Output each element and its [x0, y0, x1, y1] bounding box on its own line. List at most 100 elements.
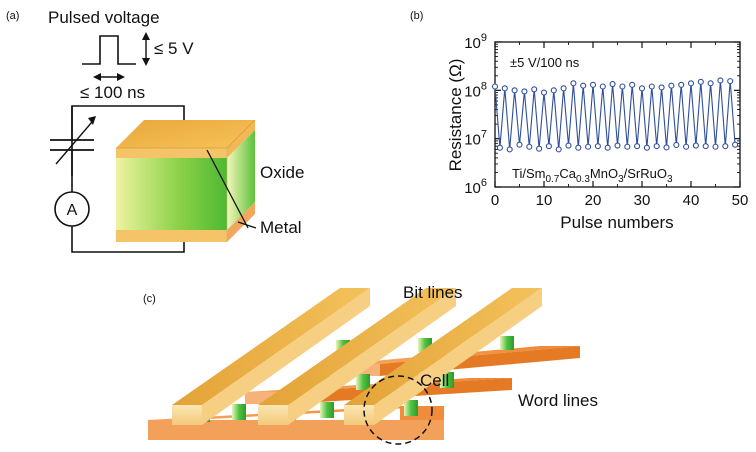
x-tick-label: 0: [491, 192, 499, 209]
panel-c-label: (c): [143, 293, 156, 305]
series-line: [494, 80, 736, 150]
device-block: [116, 119, 256, 242]
memory-cell: [356, 374, 370, 390]
data-point: [545, 143, 552, 150]
memory-cell: [500, 336, 514, 350]
data-point: [560, 85, 567, 92]
panel-a: (a) Pulsed voltage ≤ 5 V ≤ 100 ns: [6, 8, 304, 253]
data-point: [668, 82, 675, 89]
data-point: [619, 83, 626, 90]
data-point: [589, 81, 597, 88]
data-point: [521, 88, 528, 95]
data-point: [531, 86, 538, 93]
x-tick-label: 10: [536, 192, 553, 209]
data-point: [648, 83, 655, 90]
metal-label: Metal: [260, 218, 302, 237]
y-tick-label: 107: [464, 129, 487, 149]
data-series: [491, 77, 739, 153]
data-point: [501, 85, 508, 92]
data-point: [683, 143, 690, 150]
cell-label: Cell: [420, 371, 449, 390]
variable-source-icon: [50, 106, 96, 176]
y-axis-label: Resistance (Ω): [446, 59, 465, 172]
x-tick-label: 20: [585, 192, 602, 209]
data-point: [594, 143, 601, 150]
ammeter-icon: A: [54, 191, 90, 227]
data-point: [609, 80, 616, 88]
data-point: [692, 142, 699, 149]
panel-b-label: (b): [410, 10, 423, 22]
cell-highlight-circle: [363, 375, 433, 445]
data-point: [678, 81, 685, 88]
data-point: [580, 82, 587, 89]
data-point: [555, 146, 562, 153]
metal-leader-lines: [206, 149, 257, 229]
pulse-condition-annotation: ±5 V/100 ns: [510, 55, 580, 70]
memory-cell: [440, 372, 454, 388]
data-point: [643, 144, 650, 151]
data-point: [722, 143, 729, 150]
data-point: [717, 77, 724, 84]
data-point: [506, 146, 513, 153]
x-tick-label: 50: [732, 192, 749, 209]
pulse-duration: ≤ 100 ns: [80, 83, 145, 102]
bit-lines-label: Bit lines: [403, 283, 463, 302]
x-axis-label: Pulse numbers: [560, 213, 673, 232]
data-point: [707, 80, 714, 87]
ammeter-label: A: [67, 202, 78, 219]
bit-line: [172, 288, 370, 405]
data-point: [570, 80, 577, 87]
pulse-amplitude: ≤ 5 V: [154, 39, 194, 58]
y-tick-label: 108: [464, 80, 487, 100]
data-point: [599, 83, 606, 90]
data-point: [604, 144, 611, 151]
data-point: [658, 84, 665, 91]
pulse-title: Pulsed voltage: [48, 8, 160, 27]
panel-b: (b) 106 107 108 109 0 10 20 30 40 50 ±5 V/100 ns…: [410, 10, 748, 232]
data-point: [540, 89, 548, 96]
data-point: [585, 143, 592, 150]
circuit-wires: [71, 105, 185, 253]
pulse-waveform-icon: [82, 35, 136, 65]
data-point: [732, 141, 739, 148]
data-point: [526, 143, 533, 150]
data-point: [653, 143, 660, 150]
data-point: [629, 81, 636, 88]
data-point: [663, 144, 670, 151]
data-point: [511, 87, 518, 94]
y-ticks: 106 107 108 109: [464, 32, 740, 197]
panel-a-label: (a): [6, 10, 19, 22]
data-point: [697, 78, 704, 85]
memory-cell: [404, 400, 418, 416]
memory-cell: [320, 402, 334, 418]
data-point: [491, 83, 499, 90]
data-point: [614, 142, 621, 149]
data-point: [624, 143, 631, 150]
bit-lines: [172, 288, 542, 425]
data-point: [565, 142, 572, 149]
data-point: [712, 143, 719, 150]
panel-c: (c): [143, 283, 598, 445]
y-tick-label: 109: [464, 32, 487, 52]
amplitude-arrow-icon: [142, 32, 150, 66]
data-point: [536, 145, 543, 152]
data-point: [687, 80, 695, 87]
data-point: [496, 144, 503, 151]
oxide-label: Oxide: [260, 163, 304, 182]
data-point: [702, 143, 709, 150]
data-point: [673, 141, 680, 149]
data-point: [727, 78, 734, 85]
data-point: [638, 85, 646, 92]
x-tick-label: 40: [683, 192, 700, 209]
memory-cell: [232, 404, 246, 420]
y-tick-label: 106: [464, 177, 487, 197]
x-ticks: 0 10 20 30 40 50: [491, 42, 749, 209]
word-lines-label: Word lines: [518, 391, 598, 410]
x-tick-label: 30: [634, 192, 651, 209]
data-point: [634, 143, 641, 150]
duration-arrow-icon: [93, 73, 125, 81]
data-point: [575, 144, 582, 151]
material-annotation: Ti/Sm0.7Ca0.3MnO3/SrRuO3: [512, 166, 673, 185]
data-point: [550, 87, 557, 94]
